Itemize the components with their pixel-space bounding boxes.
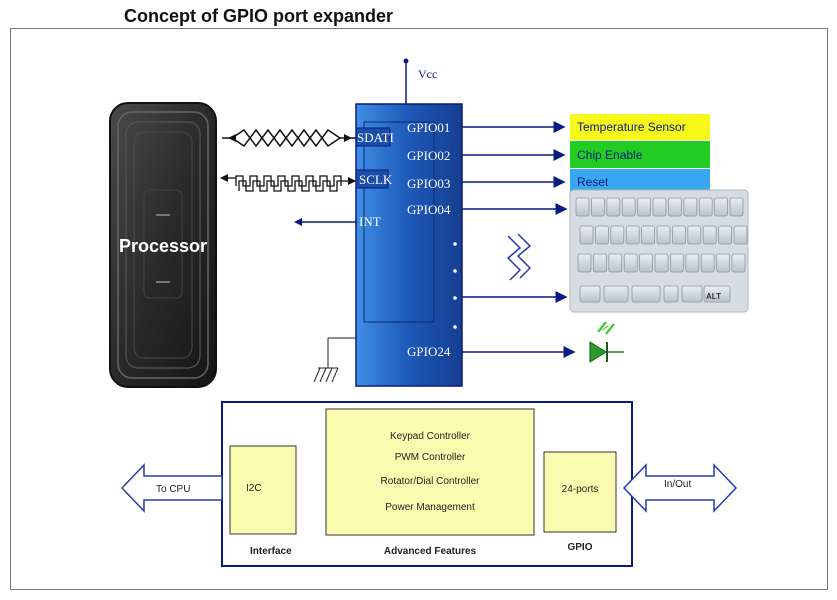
pin-gpio03: GPIO03: [407, 176, 450, 191]
keypad-key: [733, 225, 748, 245]
keypad-key: [595, 225, 609, 245]
keypad-key: [621, 197, 636, 217]
keypad-key: [656, 225, 671, 245]
int-arrow: [294, 218, 356, 226]
keypad-key: [718, 225, 732, 245]
to-cpu-arrow: [120, 463, 223, 513]
keypad-key: [579, 285, 601, 303]
i2c-label: I2C: [246, 483, 262, 494]
keypad-image: ALT: [569, 189, 749, 313]
keypad-key: [714, 197, 728, 217]
keypad-key: [610, 225, 625, 245]
output-reset: Reset: [570, 169, 710, 193]
keypad-key: [625, 225, 640, 245]
output-temperature: Temperature Sensor: [570, 114, 710, 140]
pin-sdat: SDATI: [357, 130, 394, 145]
to-cpu-label: To CPU: [156, 484, 190, 495]
advanced-features-label: Advanced Features: [384, 546, 477, 557]
pin-int: INT: [359, 214, 381, 229]
feature-pwm: PWM Controller: [395, 452, 466, 463]
keypad-key: [637, 197, 651, 217]
keypad-key: [577, 253, 592, 273]
keypad-keys: [575, 197, 748, 303]
advanced-features-box: [325, 408, 535, 536]
keypad-key: [654, 253, 669, 273]
ports-label: 24-ports: [562, 484, 599, 495]
wireless-wave-icon: [506, 233, 532, 281]
keypad-key: [700, 253, 715, 273]
keypad-key: [663, 285, 679, 303]
chip-enable-label: Chip Enable: [577, 148, 643, 162]
processor-block: Processor: [109, 102, 217, 388]
keypad-key: [593, 253, 607, 273]
pin-sclk: SCLK: [359, 172, 393, 187]
processor-label: Processor: [119, 236, 207, 256]
reset-label: Reset: [577, 175, 609, 189]
keypad-key: [681, 285, 703, 303]
keypad-key: [639, 253, 653, 273]
keypad-key: [716, 253, 730, 273]
sclk-wire: [222, 175, 356, 192]
keypad-key: [729, 197, 744, 217]
keypad-key: [702, 225, 717, 245]
keypad-key: [703, 285, 731, 303]
temperature-sensor-label: Temperature Sensor: [577, 120, 686, 134]
keypad-key: [670, 253, 684, 273]
pin-gpio02: GPIO02: [407, 148, 450, 163]
ground-symbol: [313, 337, 356, 383]
gpio-label: GPIO: [567, 542, 592, 553]
keypad-key: [685, 253, 700, 273]
output-chip-enable: Chip Enable: [570, 141, 710, 168]
keypad-key: [641, 225, 655, 245]
keypad-key: [687, 225, 702, 245]
diagram-title: Concept of GPIO port expander: [124, 6, 394, 26]
feature-rotator: Rotator/Dial Controller: [381, 476, 481, 487]
pin-gpio01: GPIO01: [407, 120, 450, 135]
vcc-label: Vcc: [418, 67, 437, 81]
keypad-key: [698, 197, 713, 217]
keypad-key: [672, 225, 686, 245]
i2c-box: [229, 445, 297, 535]
interface-label: Interface: [250, 546, 292, 557]
keypad-key: [608, 253, 623, 273]
pin-gpio24: GPIO24: [407, 344, 451, 359]
keypad-key: [579, 225, 594, 245]
diagram-frame: [10, 28, 828, 590]
keypad-key: [731, 253, 746, 273]
keypad-alt-label: ALT: [706, 292, 721, 301]
keypad-key: [606, 197, 621, 217]
ports-box: [543, 451, 617, 533]
keypad-key: [603, 285, 629, 303]
keypad-key: [575, 197, 590, 217]
keypad-key: [623, 253, 638, 273]
vcc-line: Vcc: [403, 58, 437, 104]
keypad-key: [591, 197, 605, 217]
in-out-label: In/Out: [664, 479, 691, 490]
led-icon: [589, 321, 624, 363]
pin-gpio04: GPIO04: [407, 202, 451, 217]
feature-keypad: Keypad Controller: [390, 431, 471, 442]
feature-power: Power Management: [385, 502, 475, 513]
keypad-key: [683, 197, 698, 217]
keypad-key: [631, 285, 661, 303]
in-out-arrow: [622, 463, 738, 513]
gpio-expander-chip: SDATI SCLK INT GPIO01 GPIO02 GPIO03 GPIO…: [355, 103, 463, 387]
keypad-key: [652, 197, 667, 217]
bottom-architecture: To CPU In/Out I2C Interface Keypad Contr…: [120, 401, 738, 567]
gpio-output-lines: [462, 121, 576, 358]
sdat-wire: [222, 128, 356, 148]
keypad-key: [668, 197, 682, 217]
